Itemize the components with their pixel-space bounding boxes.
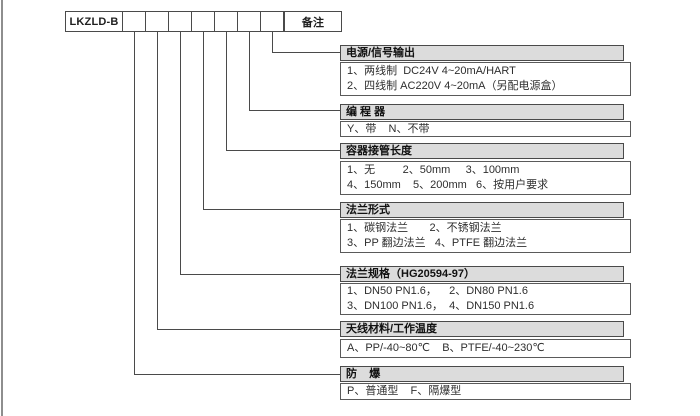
option-line: 1、无 2、50mm 3、100mm bbox=[347, 164, 520, 176]
remark-box: 备注 bbox=[284, 11, 342, 32]
option-line: Y、带 N、不带 bbox=[347, 123, 430, 135]
connector-line bbox=[180, 31, 181, 275]
connector-line bbox=[203, 31, 204, 210]
section-vessel-nozzle-length-header: 容器接管长度 bbox=[340, 143, 624, 159]
code-digit-box bbox=[214, 11, 238, 32]
code-digit-box bbox=[168, 11, 192, 32]
section-programmer-header: 编 程 器 bbox=[340, 104, 624, 120]
page-edge-line bbox=[1, 0, 3, 416]
option-line: 4、150mm 5、200mm 6、按用户要求 bbox=[347, 179, 549, 191]
code-digit-box bbox=[237, 11, 261, 32]
code-digit-box bbox=[191, 11, 215, 32]
section-antenna-material-temp-header: 天线材料/工作温度 bbox=[340, 321, 624, 337]
option-line: 1、碳钢法兰 2、不锈钢法兰 bbox=[347, 222, 502, 234]
section-programmer: Y、带 N、不带 bbox=[340, 121, 631, 137]
section-flange-type-header: 法兰形式 bbox=[340, 202, 624, 218]
section-power-signal-output: 1、两线制 DC24V 4~20mA/HART 2、四线制 AC220V 4~2… bbox=[340, 62, 631, 96]
section-flange-type: 1、碳钢法兰 2、不锈钢法兰 3、PP 翻边法兰 4、PTFE 翻边法兰 bbox=[340, 219, 631, 253]
connector-line bbox=[272, 52, 340, 53]
section-power-signal-output-header: 电源/信号输出 bbox=[340, 45, 624, 61]
section-explosion-proof-header: 防 爆 bbox=[340, 366, 624, 382]
code-digit-box bbox=[260, 11, 284, 32]
connector-line bbox=[134, 31, 135, 375]
code-digit-box bbox=[145, 11, 169, 32]
option-line: 1、两线制 DC24V 4~20mA/HART bbox=[347, 65, 516, 77]
option-line: 3、PP 翻边法兰 4、PTFE 翻边法兰 bbox=[347, 237, 528, 249]
connector-line bbox=[249, 110, 340, 111]
connector-line bbox=[226, 31, 227, 151]
code-digit-box bbox=[122, 11, 146, 32]
model-code-box: LKZLD-B bbox=[65, 11, 123, 32]
option-line: A、PP/-40~80℃ B、PTFE/-40~230℃ bbox=[347, 342, 545, 354]
section-vessel-nozzle-length: 1、无 2、50mm 3、100mm 4、150mm 5、200mm 6、按用户… bbox=[340, 161, 631, 195]
section-explosion-proof: P、普通型 F、隔爆型 bbox=[340, 383, 631, 400]
option-line: P、普通型 F、隔爆型 bbox=[347, 385, 462, 397]
connector-line bbox=[180, 274, 340, 275]
section-flange-spec: 1、DN50 PN1.6， 2、DN80 PN1.6 3、DN100 PN1.6… bbox=[340, 283, 631, 315]
option-line: 2、四线制 AC220V 4~20mA（另配电源盒） bbox=[347, 80, 563, 92]
connector-line bbox=[226, 150, 340, 151]
connector-line bbox=[157, 329, 340, 330]
option-line: 1、DN50 PN1.6， 2、DN80 PN1.6 bbox=[347, 285, 528, 297]
connector-line bbox=[134, 374, 340, 375]
connector-line bbox=[203, 209, 340, 210]
section-flange-spec-header: 法兰规格（HG20594-97） bbox=[340, 266, 624, 282]
connector-line bbox=[157, 31, 158, 330]
connector-line bbox=[272, 31, 273, 53]
section-antenna-material-temp: A、PP/-40~80℃ B、PTFE/-40~230℃ bbox=[340, 339, 631, 358]
connector-line bbox=[249, 31, 250, 111]
option-line: 3、DN100 PN1.6， 4、DN150 PN1.6 bbox=[347, 300, 535, 312]
